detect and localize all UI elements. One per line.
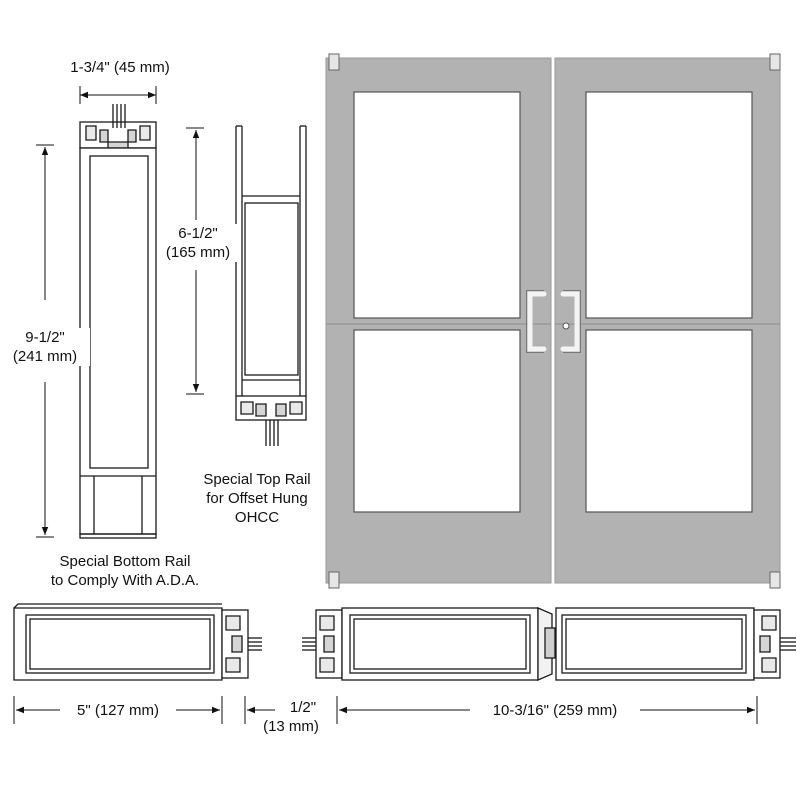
right-pull-handle-icon	[560, 291, 580, 352]
bottom-rail-height-label: 9-1/2" (241 mm)	[0, 328, 90, 366]
pair-plan-section	[302, 607, 796, 681]
stile-width-label: 1-3/4" (45 mm)	[70, 59, 170, 76]
right-pull-handle-outline	[563, 290, 581, 353]
gap-mm: (13 mm)	[263, 718, 319, 735]
top-rail-caption: Special Top Rail for Offset Hung OHCC	[192, 470, 322, 527]
top-rail-section	[235, 125, 307, 446]
lock-cylinder-icon	[562, 322, 570, 330]
gap-label: 1/2" (13 mm)	[256, 698, 326, 736]
bottom-rail-caption: Special Bottom Rail to Comply With A.D.A…	[40, 552, 210, 590]
top-rail-height-label: 6-1/2" (165 mm)	[158, 224, 238, 262]
top-rail-height-in: 6-1/2"	[178, 225, 218, 242]
top-rail-caption-line-2: for Offset Hung	[206, 490, 308, 507]
top-rail-height-mm: (165 mm)	[165, 244, 231, 261]
bottom-rail-height-mm: (241 mm)	[12, 348, 78, 365]
single-width-label: 5" (127 mm)	[76, 702, 159, 719]
top-rail-caption-line-1: Special Top Rail	[203, 471, 311, 488]
single-stile-plan-section	[13, 603, 262, 681]
bottom-rail-section	[79, 104, 157, 539]
left-pull-handle-outline	[526, 290, 544, 353]
pair-width-label: 10-3/16" (259 mm)	[492, 702, 618, 719]
pivot-icon	[328, 53, 781, 589]
right-upper-glass	[585, 91, 753, 319]
left-pull-handle-icon	[527, 291, 547, 352]
bottom-rail-caption-line-1: Special Bottom Rail	[59, 553, 191, 570]
gap-in: 1/2"	[289, 699, 317, 716]
double-door-elevation	[325, 53, 781, 589]
right-lower-glass	[585, 329, 753, 513]
bottom-rail-height-in: 9-1/2"	[25, 329, 65, 346]
top-rail-caption-line-3: OHCC	[234, 509, 280, 526]
left-lower-glass	[353, 329, 521, 513]
left-upper-glass	[353, 91, 521, 319]
bottom-rail-caption-line-2: to Comply With A.D.A.	[50, 572, 200, 589]
